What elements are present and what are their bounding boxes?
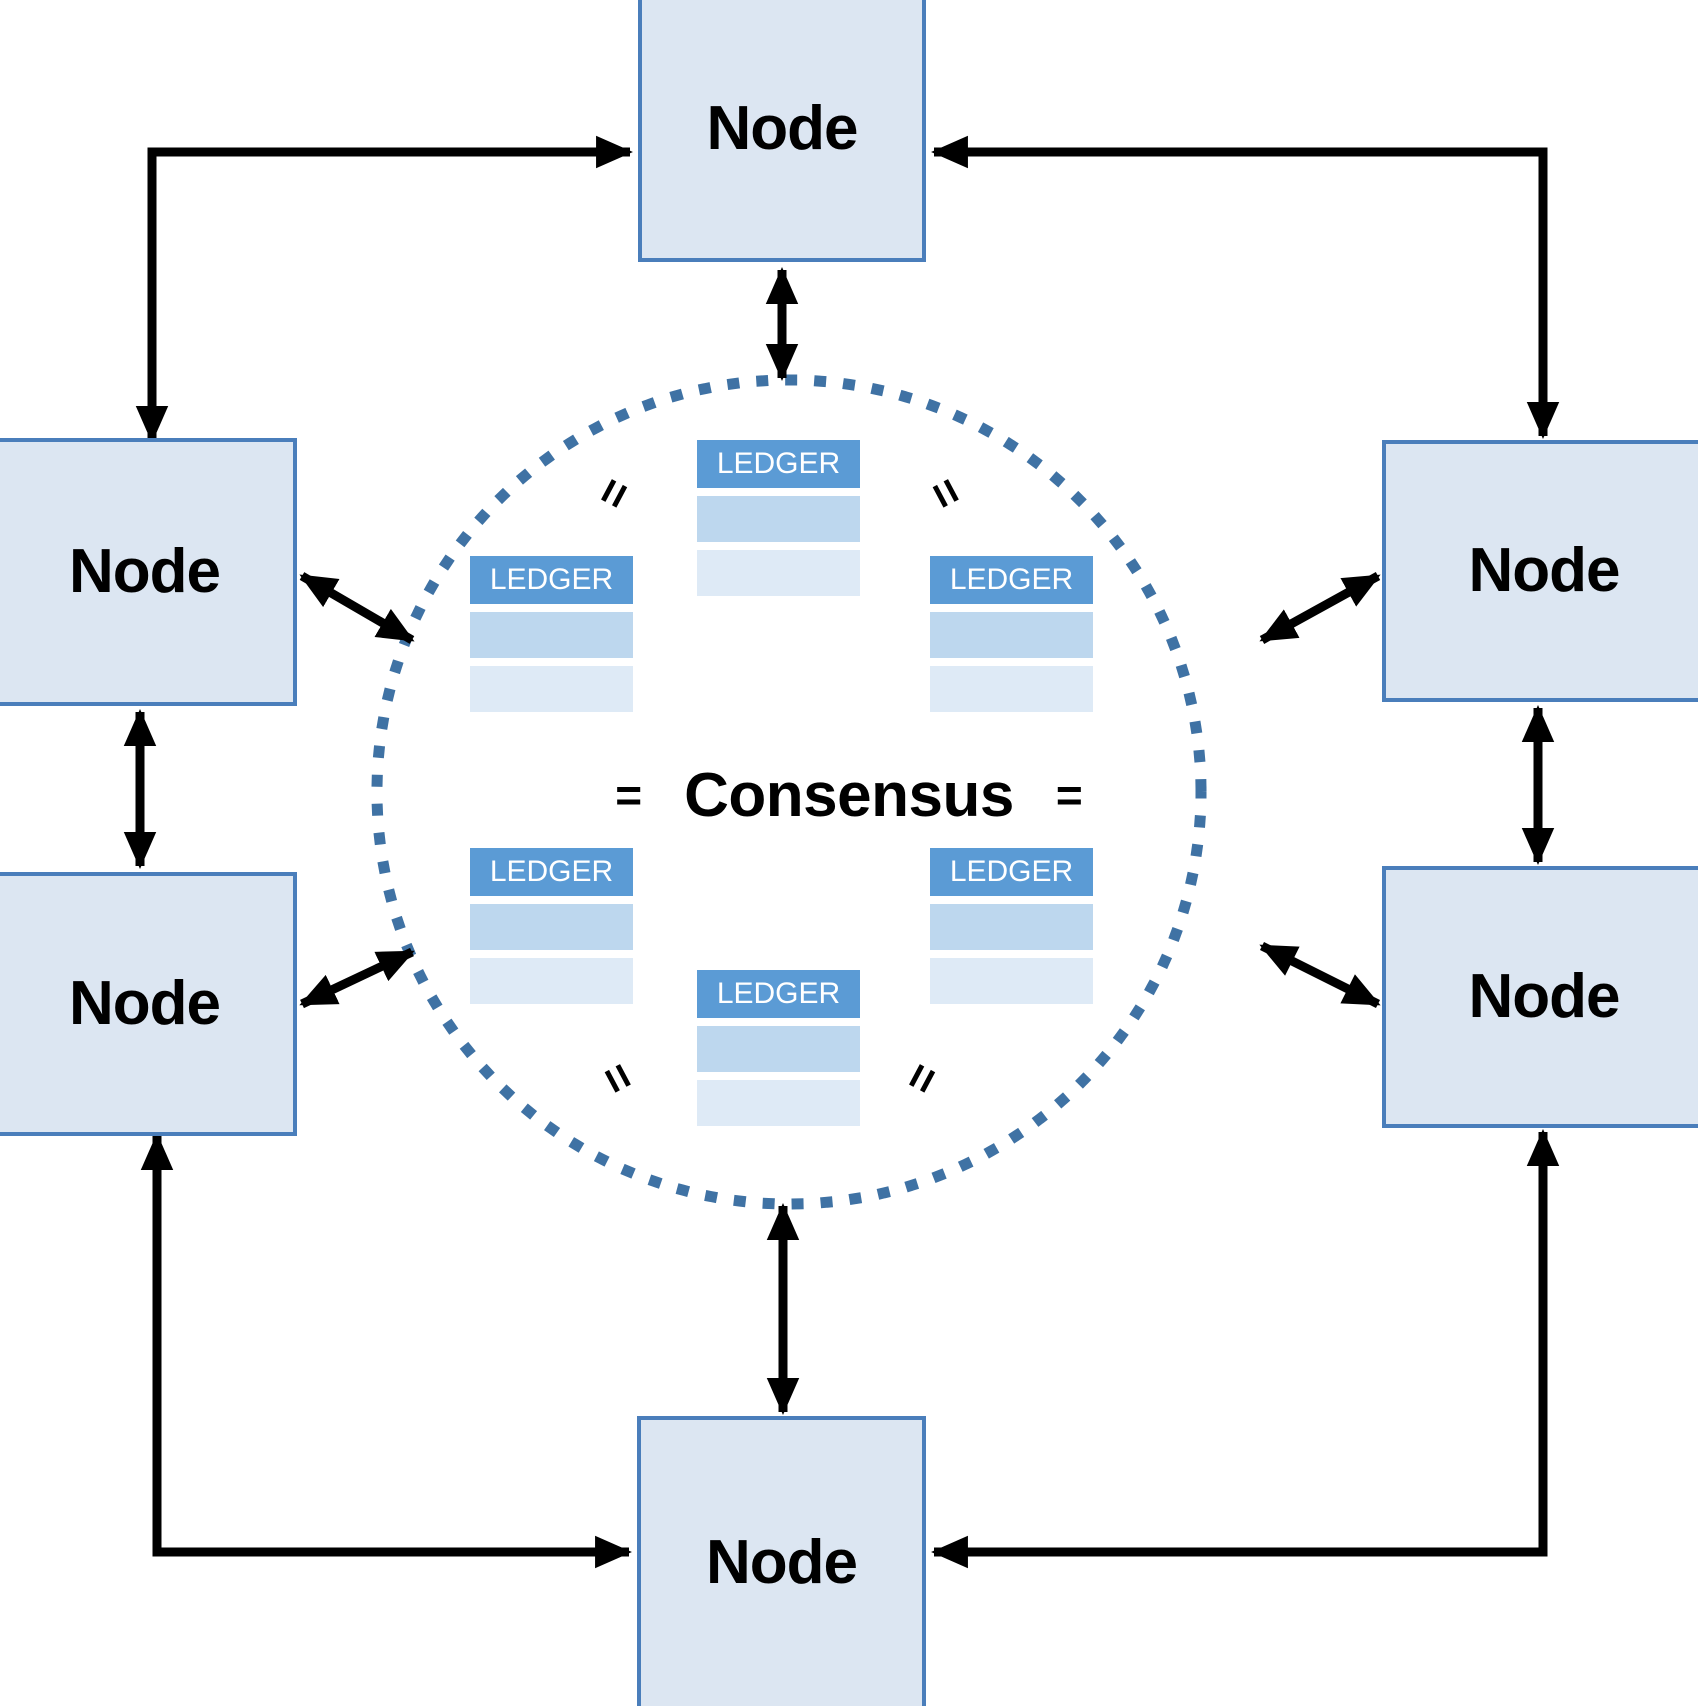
node-bottom[interactable]: Node — [637, 1416, 926, 1706]
consensus-equals-left: = — [615, 769, 643, 821]
conn-leftlower-consensus — [299, 947, 415, 1009]
ledger-left-lower-header: LEDGER — [470, 848, 633, 896]
consensus-title: Consensus — [684, 760, 1014, 830]
ledger-row-light — [697, 550, 860, 596]
ledger-right-upper[interactable]: LEDGER — [930, 556, 1093, 712]
node-bottom-label: Node — [706, 1528, 858, 1597]
conn-topleft-elbow — [135, 135, 633, 443]
node-left-upper[interactable]: Node — [0, 438, 297, 706]
node-left-upper-label: Node — [69, 537, 221, 606]
ledger-bottom-center-header: LEDGER — [697, 970, 860, 1018]
conn-topright-elbow — [931, 135, 1560, 439]
ledger-left-lower[interactable]: LEDGER — [470, 848, 633, 1004]
conn-bottomleft-elbow — [140, 1133, 632, 1569]
ledger-row-dark — [470, 904, 633, 950]
ledger-row-light — [697, 1080, 860, 1126]
node-right-upper-label: Node — [1468, 536, 1621, 605]
ledger-right-lower[interactable]: LEDGER — [930, 848, 1093, 1004]
ledger-row-dark — [697, 1026, 860, 1072]
node-top-label: Node — [706, 94, 859, 163]
ledger-top-center-header: LEDGER — [697, 440, 860, 488]
ledger-row-dark — [470, 612, 633, 658]
conn-leftupper-consensus — [299, 572, 415, 644]
node-right-lower-label: Node — [1468, 962, 1621, 1031]
ledger-left-upper[interactable]: LEDGER — [470, 556, 633, 712]
ledger-top-center[interactable]: LEDGER — [697, 440, 860, 596]
node-left-lower-label: Node — [69, 969, 221, 1038]
ledger-right-upper-header: LEDGER — [930, 556, 1093, 604]
ledger-row-light — [470, 666, 633, 712]
node-top[interactable]: Node — [638, 0, 926, 262]
node-right-lower[interactable]: Node — [1382, 866, 1698, 1128]
ledger-row-light — [470, 958, 633, 1004]
conn-bottomright-elbow — [931, 1129, 1560, 1569]
conn-rightlower-consensus — [1259, 941, 1381, 1009]
ledger-row-light — [930, 666, 1093, 712]
ledger-left-upper-header: LEDGER — [470, 556, 633, 604]
ledger-bottom-center[interactable]: LEDGER — [697, 970, 860, 1126]
node-right-upper[interactable]: Node — [1382, 440, 1698, 702]
ledger-right-lower-header: LEDGER — [930, 848, 1093, 896]
ledger-row-dark — [930, 904, 1093, 950]
ledger-row-dark — [930, 612, 1093, 658]
consensus-equals-right: = — [1055, 769, 1083, 821]
consensus-label-group: = Consensus = — [449, 755, 1249, 835]
ledger-row-light — [930, 958, 1093, 1004]
conn-rightupper-consensus — [1259, 572, 1381, 644]
ledger-row-dark — [697, 496, 860, 542]
node-left-lower[interactable]: Node — [0, 872, 297, 1136]
